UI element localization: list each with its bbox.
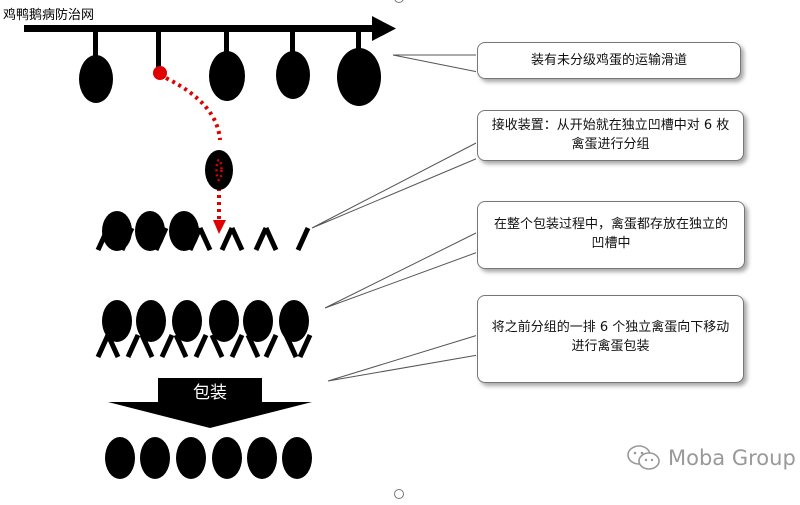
falling-egg: [205, 150, 233, 190]
conveyor-bar: [24, 25, 374, 32]
storage-row: [95, 333, 313, 359]
site-name: 鸡鸭鹅病防治网: [3, 8, 95, 23]
wechat-icon: [627, 445, 660, 470]
callout-receiver: 接收装置：从开始就在独立凹槽中对 6 枚禽蛋进行分组: [477, 110, 744, 161]
conveyor-egg: [337, 48, 381, 106]
pack-arrow: [108, 378, 312, 428]
release-point: [153, 66, 167, 80]
conveyor-eggs: [79, 48, 381, 106]
callout-storage: 在整个包装过程中，禽蛋都存放在独立的凹槽中: [477, 201, 745, 269]
conveyor-arrowhead: [372, 16, 396, 41]
storage-eggs: [102, 300, 309, 342]
conveyor-hangers: [93, 32, 361, 70]
pack-label: 包装: [193, 383, 227, 403]
callout-conveyor: 装有未分级鸡蛋的运输滑道: [477, 42, 741, 79]
conveyor-egg: [79, 55, 113, 103]
callout-pointers: [311, 54, 479, 382]
receiver-eggs: [102, 211, 199, 251]
page-marker: [394, 489, 404, 499]
drop-path-upper: [165, 76, 222, 141]
conveyor-egg: [209, 51, 245, 101]
conveyor-egg: [276, 51, 310, 99]
watermark: Moba Group: [626, 443, 796, 473]
callout-packing: 将之前分组的一排 6 个独立禽蛋向下移动进行禽蛋包装: [477, 295, 744, 383]
packed-eggs: [105, 437, 312, 479]
falling-egg-path: [215, 158, 223, 182]
watermark-text: Moba Group: [668, 446, 796, 470]
page-marker: [394, 0, 404, 3]
drop-arrowhead: [213, 220, 226, 234]
